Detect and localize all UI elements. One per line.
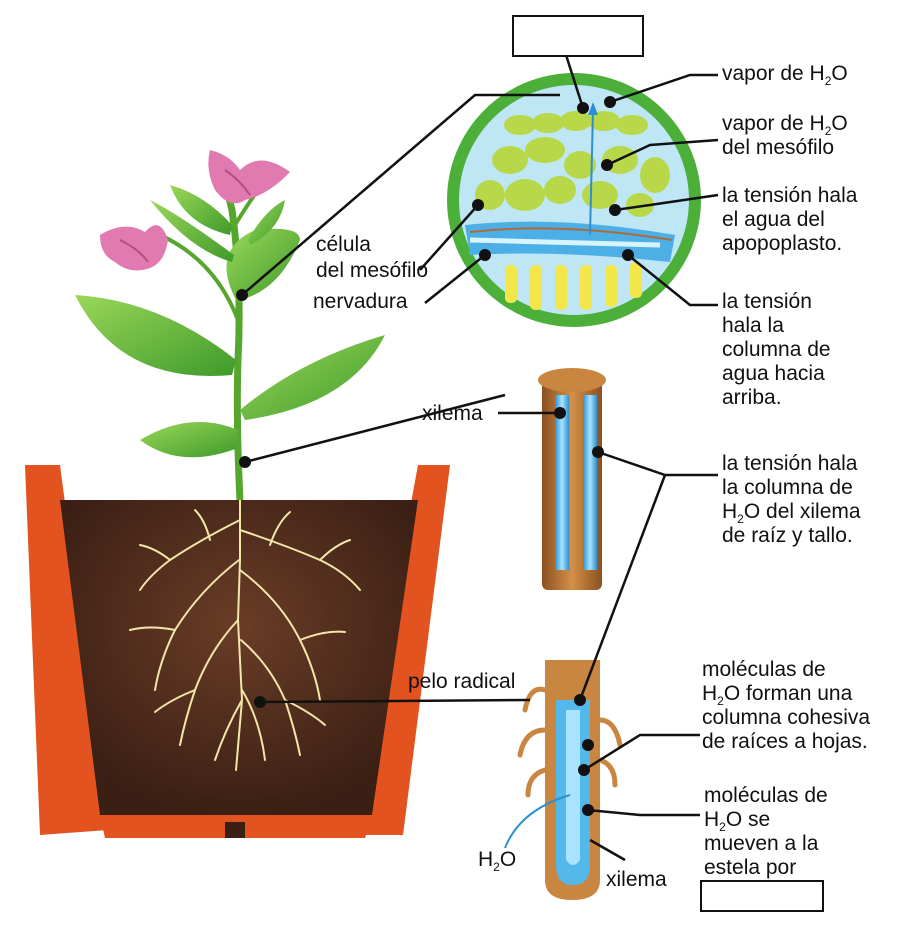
plant-leaves: [75, 185, 385, 458]
leaf-cross-section: [447, 73, 701, 327]
plant-flowers: [100, 150, 290, 271]
h2o-arrow: [504, 794, 571, 849]
pot-left-rim: [25, 465, 108, 835]
label-xilema-tallo: xilema: [422, 402, 483, 425]
bottom-answer-box[interactable]: [700, 880, 824, 912]
label-vapor-h2o: vapor de H2O: [722, 62, 848, 89]
label-h2o-root: H2O: [478, 848, 517, 875]
root-tip-section: [517, 660, 623, 900]
label-pelo-radical: pelo radical: [408, 670, 516, 693]
top-answer-box[interactable]: [512, 15, 644, 57]
stem-xylem-section: [538, 368, 606, 590]
plant-roots: [129, 494, 361, 771]
leader-dots: [236, 96, 634, 816]
label-nervadura: nervadura: [313, 290, 408, 313]
label-xilema-raiz: xilema: [606, 868, 667, 891]
leader-lines: [241, 54, 719, 862]
